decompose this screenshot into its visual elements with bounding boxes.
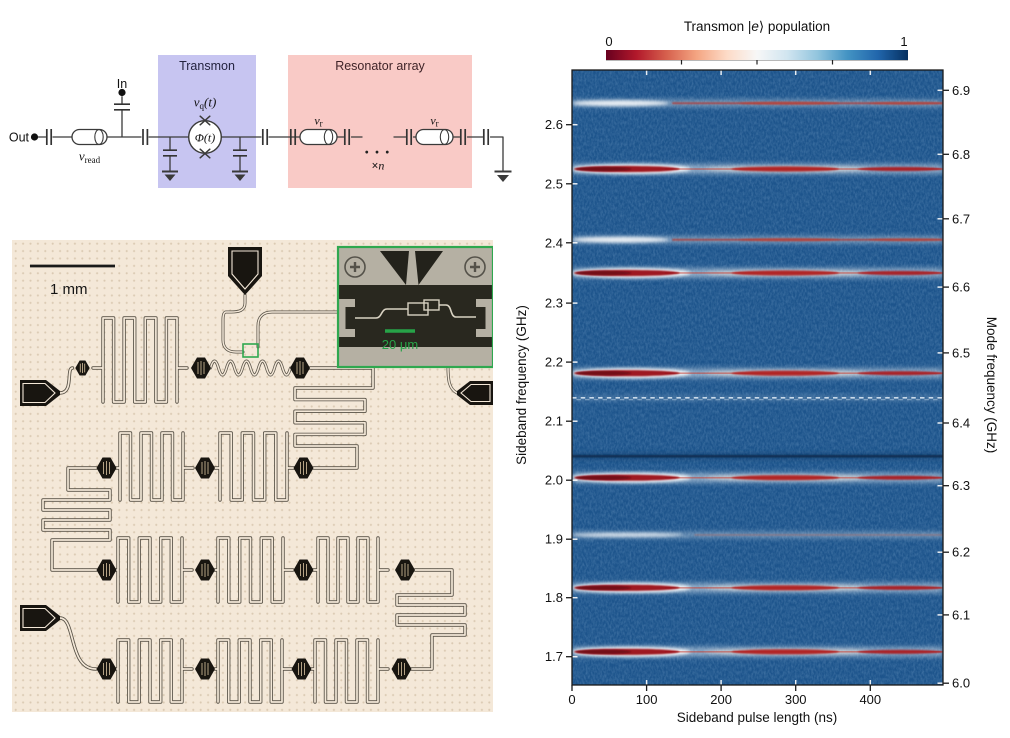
resonance-stripe bbox=[572, 395, 943, 401]
y-right-tick-label: 6.1 bbox=[952, 607, 970, 622]
array-resonator-cylinder-2 bbox=[415, 128, 454, 146]
launcher-pad-bottom-left bbox=[20, 605, 60, 631]
nu-read-label: νread bbox=[79, 149, 101, 166]
transmon-box-label: Transmon bbox=[179, 59, 235, 73]
resonance-stripe bbox=[572, 452, 943, 460]
y-left-tick-label: 2.1 bbox=[545, 414, 563, 429]
y-right-tick-label: 6.2 bbox=[952, 545, 970, 560]
y-right-tick-label: 6.8 bbox=[952, 147, 970, 162]
circuit-wires bbox=[37, 96, 504, 172]
squid-loop-wire bbox=[355, 299, 476, 319]
y-axis-left-title: Sideband frequency (GHz) bbox=[514, 305, 529, 465]
y-right-tick-label: 6.3 bbox=[952, 478, 970, 493]
y-left-tick-label: 2.3 bbox=[545, 296, 563, 311]
inset-scale-label: 20 μm bbox=[382, 337, 418, 352]
resonator-box-label: Resonator array bbox=[335, 59, 425, 73]
y-left-tick-label: 1.8 bbox=[545, 590, 563, 605]
axis-ticks bbox=[566, 89, 949, 691]
y-right-tick-label: 6.6 bbox=[952, 280, 970, 295]
y-right-tick-label: 6.9 bbox=[952, 83, 970, 98]
y-right-tick-label: 6.7 bbox=[952, 211, 970, 226]
resonator-cylinders bbox=[71, 128, 454, 146]
launcher-pad-right bbox=[457, 381, 493, 405]
antenna-pad-left bbox=[380, 251, 409, 285]
y-left-tick-label: 1.9 bbox=[545, 532, 563, 547]
heatmap-stripes bbox=[572, 100, 943, 657]
array-ellipsis: • • • bbox=[365, 148, 391, 159]
y-left-tick-label: 2.5 bbox=[545, 176, 563, 191]
phi-label: Φ(t) bbox=[195, 131, 215, 145]
x-tick-label: 400 bbox=[859, 692, 881, 707]
colorbar bbox=[606, 50, 908, 65]
y-left-tick-label: 2.0 bbox=[545, 473, 563, 488]
resonance-stripe bbox=[572, 472, 943, 483]
launcher-pad-top bbox=[228, 247, 262, 295]
in-port-dot bbox=[118, 88, 126, 97]
nu-r-label-1: νr bbox=[314, 114, 322, 129]
transmon-highlight-box bbox=[242, 343, 259, 358]
scale-bar-label: 1 mm bbox=[50, 281, 88, 298]
colorbar-max-label: 1 bbox=[900, 34, 907, 49]
antenna-pad-right bbox=[415, 251, 443, 285]
panel-circuit-diagram: Out In Transmon Resonator array νread νq… bbox=[9, 55, 512, 188]
resonance-stripe bbox=[572, 646, 943, 657]
alignment-mark-right bbox=[464, 256, 486, 278]
times-n-label: ×n bbox=[372, 159, 385, 173]
resonator-array-box bbox=[288, 55, 472, 188]
out-label: Out bbox=[9, 131, 30, 145]
resonance-stripe bbox=[572, 368, 943, 379]
launcher-pad-left bbox=[20, 380, 60, 406]
tick-labels: 0 100 200 300 400 2.6 2.5 2.4 2.3 2.2 2.1 2.0 1.9 1.8… bbox=[545, 83, 970, 707]
inset-border bbox=[336, 245, 493, 369]
resonance-stripe bbox=[572, 164, 943, 174]
x-tick-label: 0 bbox=[568, 692, 575, 707]
y-axis-right-title: Mode frequency (GHz) bbox=[984, 317, 999, 454]
x-tick-label: 300 bbox=[785, 692, 807, 707]
in-label: In bbox=[117, 77, 127, 91]
alignment-mark-left bbox=[344, 256, 366, 278]
josephson-junction-icon bbox=[199, 115, 211, 159]
heatmap-plot bbox=[572, 70, 943, 685]
panel-chip-micrograph: 1 mm 2 bbox=[12, 240, 493, 712]
resonance-stripe bbox=[572, 100, 943, 107]
plot-frame bbox=[571, 69, 944, 686]
y-left-tick-label: 2.6 bbox=[545, 117, 563, 132]
nu-r-label-2: νr bbox=[430, 114, 438, 129]
y-right-tick-label: 6.0 bbox=[952, 676, 970, 691]
nu-q-label: νq(t) bbox=[194, 95, 217, 112]
inner-ticks bbox=[572, 70, 943, 685]
y-right-tick-label: 6.4 bbox=[952, 416, 970, 431]
resonance-stripe bbox=[572, 532, 943, 538]
ground-symbols bbox=[162, 170, 512, 182]
inset-micrograph: 20 μm bbox=[336, 245, 493, 369]
squid-symbol bbox=[187, 115, 222, 159]
readout-resonator-cylinder bbox=[71, 128, 108, 146]
y-left-tick-label: 2.2 bbox=[545, 355, 563, 370]
y-left-tick-label: 2.4 bbox=[545, 235, 563, 250]
out-port-dot bbox=[30, 133, 39, 141]
array-resonator-cylinder-1 bbox=[299, 128, 338, 146]
resonance-stripe bbox=[572, 268, 943, 278]
resonance-stripe bbox=[572, 582, 943, 593]
x-tick-label: 100 bbox=[636, 692, 658, 707]
colorbar-min-label: 0 bbox=[605, 34, 612, 49]
capacitor-symbols bbox=[45, 103, 490, 157]
y-right-tick-label: 6.5 bbox=[952, 345, 970, 360]
x-axis-title: Sideband pulse length (ns) bbox=[677, 710, 838, 725]
panel-heatmap: Transmon |e⟩ population 0 1 Sideband fre… bbox=[514, 19, 999, 725]
colorbar-title: Transmon |e⟩ population bbox=[684, 19, 830, 34]
chip-resonator-network bbox=[20, 247, 493, 704]
colorbar-gradient-bar bbox=[606, 50, 908, 60]
resonance-stripe bbox=[572, 236, 943, 243]
y-left-tick-label: 1.7 bbox=[545, 649, 563, 664]
inset-dark-band bbox=[338, 285, 493, 347]
x-tick-label: 200 bbox=[710, 692, 732, 707]
